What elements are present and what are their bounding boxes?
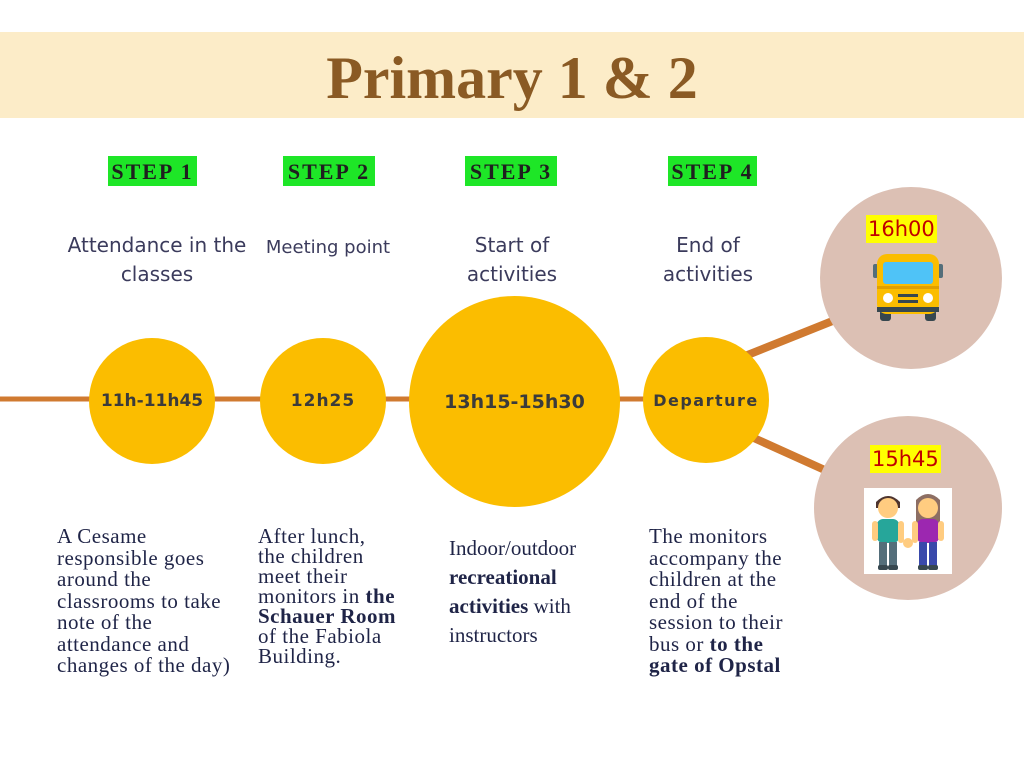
children-icon [864, 488, 952, 574]
gate-departure-time: 15h45 [870, 445, 941, 473]
title-banner [0, 32, 1024, 118]
step-2-time-circle: 12h25 [260, 338, 386, 464]
recreational-activities-highlight: recreational activities [449, 565, 557, 618]
step-3-time-circle: 13h15-15h30 [409, 296, 620, 507]
step-3-description: Indoor/outdoor recreational activities w… [449, 536, 577, 647]
step-4-departure-circle: Departure [643, 337, 769, 463]
step-1-badge: STEP 1 [108, 156, 197, 186]
step-4-badge: STEP 4 [668, 156, 757, 186]
step-1-time-circle: 11h-11h45 [89, 338, 215, 464]
step-1-phase: Attendance in the classes [67, 233, 247, 286]
step-2-badge: STEP 2 [283, 156, 375, 186]
bus-departure-time: 16h00 [866, 215, 937, 243]
step-2-time: 12h25 [290, 391, 356, 411]
step-4-departure: Departure [653, 390, 759, 410]
step-1-description: A Cesame responsible goes around the cla… [57, 524, 231, 677]
step-4-description: The monitors accompany the children at t… [649, 524, 783, 677]
step-4-phase: End of activities [662, 233, 754, 286]
schauer-room-highlight: the Schauer Room [258, 584, 397, 628]
bus-branch-line [733, 314, 842, 364]
opstal-gate-highlight: to the gate of Opstal [649, 631, 781, 677]
step-3-badge: STEP 3 [465, 156, 557, 186]
step-3-time: 13h15-15h30 [444, 390, 585, 413]
page-title: Primary 1 & 2 [326, 45, 698, 111]
step-1-time: 11h-11h45 [100, 391, 204, 411]
step-2-description: After lunch, the children meet their mon… [258, 524, 397, 668]
bus-icon [872, 252, 944, 322]
step-3-phase: Start of activities [466, 233, 558, 286]
step-2-phase: Meeting point [265, 237, 391, 258]
